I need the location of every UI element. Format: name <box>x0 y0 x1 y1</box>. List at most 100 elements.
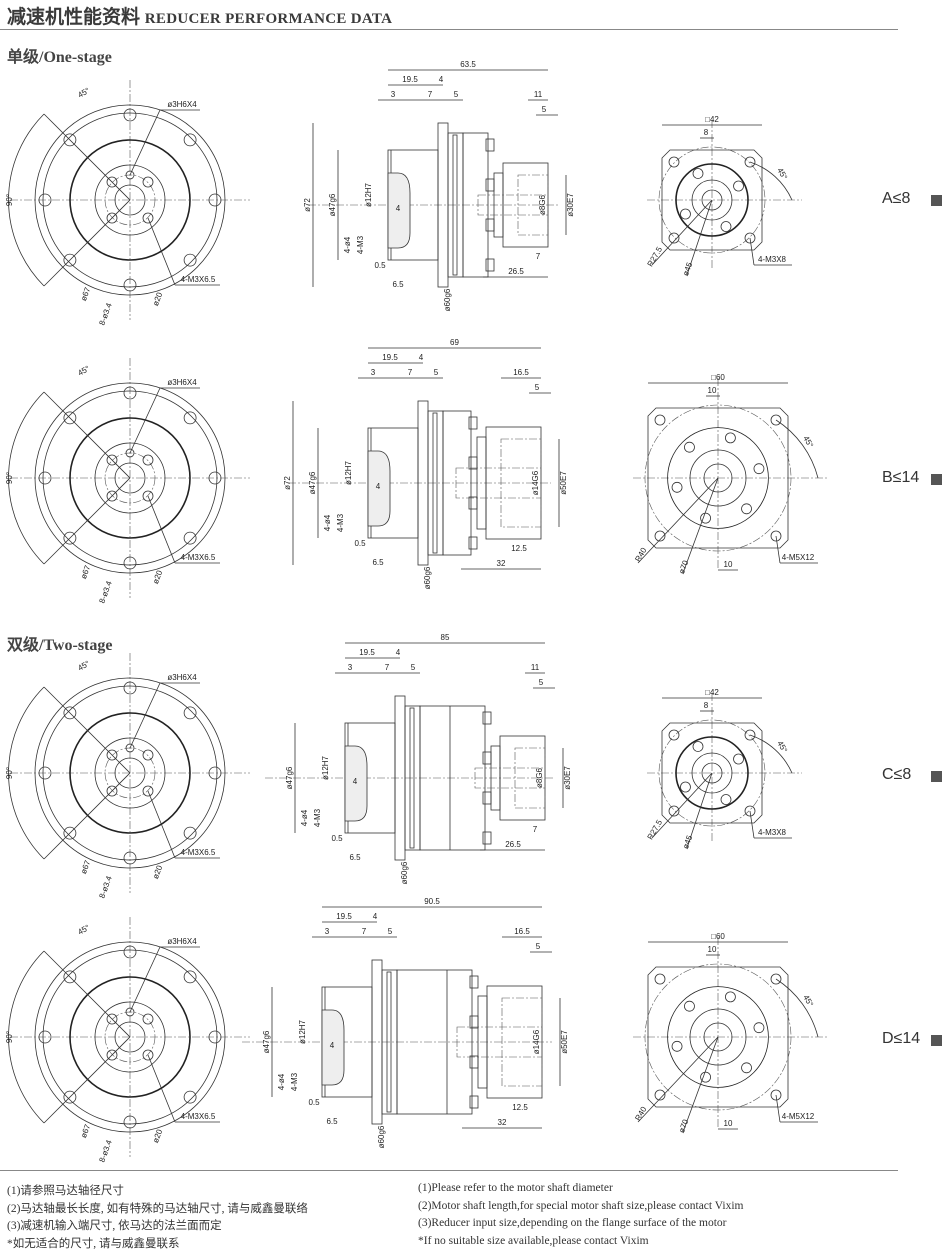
tap-hole <box>684 1000 695 1012</box>
model-label-c: C≤8 <box>882 766 912 783</box>
thread-hole <box>106 454 118 466</box>
angle-arc <box>775 419 819 479</box>
dim-len: 32 <box>498 1118 507 1127</box>
mount-hole <box>654 1089 666 1101</box>
outer-circle <box>34 104 226 296</box>
mount-hole <box>38 193 52 207</box>
dim-m3: 4-M3 <box>336 513 345 532</box>
dim-3: 3 <box>371 368 376 377</box>
dim-6-5: 6.5 <box>372 558 384 567</box>
tap-hole <box>720 221 732 232</box>
dim-0-5: 0.5 <box>308 1098 320 1107</box>
hub-circle <box>94 164 166 236</box>
mount-hole <box>123 556 137 570</box>
tap-hole <box>684 441 695 453</box>
tap-hole <box>720 794 732 805</box>
mount-hole <box>123 851 137 865</box>
dim-dia12: ø12H7 <box>364 182 373 207</box>
pilot-circle <box>69 712 191 834</box>
shaft <box>703 463 733 493</box>
bolt-circle <box>658 719 766 827</box>
screw-head <box>469 1055 479 1069</box>
angle-90-label: 90° <box>5 1031 14 1043</box>
gear-body <box>396 969 473 1115</box>
motor-shaft-section <box>387 172 411 249</box>
dim-out-len: 16.5 <box>514 927 530 936</box>
mount-hole <box>770 973 782 985</box>
leader <box>682 1036 719 1133</box>
dim-4-inner: 4 <box>376 482 381 491</box>
note-cn-2: (2)马达轴最长长度, 如有特殊的马达轴尺寸, 请与威鑫曼联络 <box>7 1203 308 1215</box>
leader <box>147 495 176 564</box>
angle-90-label: 90° <box>5 194 14 206</box>
dim-7: 7 <box>385 663 390 672</box>
dim-pcd: ø45 <box>681 261 694 278</box>
screw-head <box>485 138 495 152</box>
bore-circle <box>114 184 146 216</box>
dim-dia47: ø47g6 <box>308 471 317 494</box>
angle-leader <box>43 199 131 287</box>
mount-hole <box>744 805 756 817</box>
motor-shaft-section <box>321 1009 345 1086</box>
dim-3: 3 <box>391 90 396 99</box>
mount-hole <box>63 826 77 840</box>
dim-out: 12.5 <box>512 1103 528 1112</box>
bore-circle <box>114 1021 146 1053</box>
screw-head <box>468 456 478 470</box>
output-shaft <box>474 767 546 789</box>
pilot-circle <box>69 976 191 1098</box>
tap-hole <box>741 1062 752 1074</box>
dim-shaft: ø8G6 <box>538 194 547 215</box>
bolt-circle <box>658 146 766 254</box>
mount-hole <box>770 530 782 542</box>
dim-out-5: 5 <box>535 383 540 392</box>
note-cn-3: (3)减速机输入端尺寸, 依马达的法兰面而定 <box>7 1220 222 1232</box>
dim-out-5: 5 <box>536 942 541 951</box>
holes-label: 8-ø3.4 <box>97 579 114 604</box>
tap-hole <box>700 512 711 524</box>
angle-arc <box>749 734 793 774</box>
bolt-circle <box>644 404 792 552</box>
thread-hole <box>142 749 154 761</box>
mount-hole <box>63 970 77 984</box>
dim-pcd: ø70 <box>677 559 690 576</box>
dim-5: 5 <box>411 663 416 672</box>
mount-hole <box>654 414 666 426</box>
dim-total: 69 <box>450 338 459 347</box>
tap-hole <box>680 208 691 220</box>
leader <box>637 1036 719 1123</box>
mount-hole <box>183 411 197 425</box>
mount-hole <box>744 729 756 741</box>
mount-hole <box>668 232 680 244</box>
dim-pcd: ø45 <box>681 834 694 851</box>
mount-hole <box>668 805 680 817</box>
outer-circle <box>34 677 226 869</box>
mount-hole <box>208 766 222 780</box>
mount-hole <box>123 1115 137 1129</box>
dim-7: 7 <box>428 90 433 99</box>
header-divider <box>0 29 898 30</box>
dim-4: 4 <box>396 648 401 657</box>
dim-6-5: 6.5 <box>392 280 404 289</box>
thread-hole <box>142 490 154 502</box>
angle-arc <box>775 978 819 1038</box>
motor-shaft-section <box>344 745 368 822</box>
mount-hole <box>208 193 222 207</box>
dia-inner-label: ø20 <box>151 1128 164 1145</box>
pin-hole-label: ø3H6X4 <box>167 100 197 109</box>
thread-hole <box>142 785 154 797</box>
thread-hole <box>142 176 154 188</box>
dim-dia12: ø12H7 <box>321 755 330 780</box>
dim-radius: R27.5 <box>646 245 665 268</box>
dim-bore: ø30E7 <box>566 193 575 217</box>
dim-len: 32 <box>497 559 506 568</box>
dim-out: 12.5 <box>511 544 527 553</box>
pilot <box>667 986 769 1088</box>
dim-out: 7 <box>533 825 538 834</box>
angle-leader <box>43 772 131 860</box>
dim-0-5: 0.5 <box>374 261 386 270</box>
thread-hole <box>106 1049 118 1061</box>
angle-arc <box>749 161 793 201</box>
mount-hole <box>183 133 197 147</box>
